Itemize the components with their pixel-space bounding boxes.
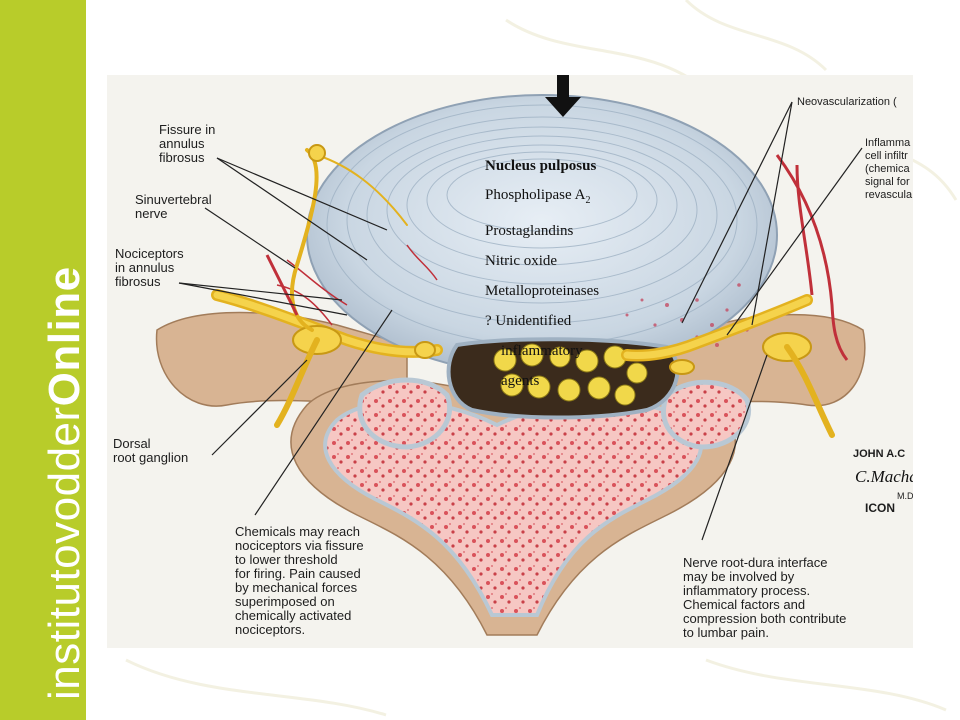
spine-disc-illustration: Nucleus pulposus Phospholipase A2 Prosta… — [107, 75, 913, 648]
spinal-canal — [446, 337, 680, 420]
label-fissure: Fissure in annulus fibrosus — [159, 122, 216, 165]
label-neovascularization: Neovascularization ( — [797, 96, 897, 108]
nucleus-item: agents — [501, 373, 540, 389]
signature-line1: JOHN A.C — [853, 448, 906, 460]
intervertebral-disc — [276, 94, 778, 376]
nucleus-title: Nucleus pulposus — [485, 158, 597, 174]
brand-wordmark: institutovodderOnline — [40, 266, 89, 700]
nerve-roots — [211, 144, 835, 438]
nucleus-item: inflammatory — [501, 343, 583, 359]
blood-vessels — [265, 154, 849, 361]
label-sinuvertebral: Sinuvertebral nerve — [135, 192, 212, 221]
label-inflammatory-infiltrate: Inflamma cell infiltr (chemica signal fo… — [865, 137, 913, 201]
signature-line2: C.Macha — [855, 467, 913, 486]
nucleus-pulposus-block: Nucleus pulposus Phospholipase A2 Prosta… — [485, 145, 599, 403]
label-nociceptors: Nociceptors in annulus fibrosus — [115, 246, 184, 289]
nucleus-item: ? Unidentified — [485, 313, 572, 329]
nucleus-item-phospholipase: Phospholipase A2 — [485, 187, 599, 209]
leader-lines — [178, 101, 863, 541]
nucleus-item: Nitric oxide — [485, 253, 558, 269]
compression-arrow — [545, 75, 581, 117]
brand-text-normal: institutovodder — [40, 406, 89, 700]
nucleus-item: Prostaglandins — [485, 223, 574, 239]
label-nerve-root-dura: Nerve root-dura interface may be involve… — [683, 555, 847, 640]
label-chemicals: Chemicals may reach nociceptors via fiss… — [235, 524, 364, 637]
vertebra-bone — [155, 311, 866, 636]
subscript-2: 2 — [585, 195, 591, 206]
icon-logo: ICON — [865, 501, 895, 515]
brand-sidebar: institutovodderOnline — [0, 0, 89, 720]
brand-text-bold: Online — [40, 266, 89, 407]
nucleus-item: Metalloproteinases — [485, 283, 600, 299]
anatomy-drawing — [155, 75, 866, 636]
label-dorsal-root-ganglion: Dorsal root ganglion — [113, 436, 189, 465]
nucleus-item-phospholipase-text: Phospholipase A — [485, 187, 586, 203]
signature-line3: M.D — [897, 491, 913, 501]
